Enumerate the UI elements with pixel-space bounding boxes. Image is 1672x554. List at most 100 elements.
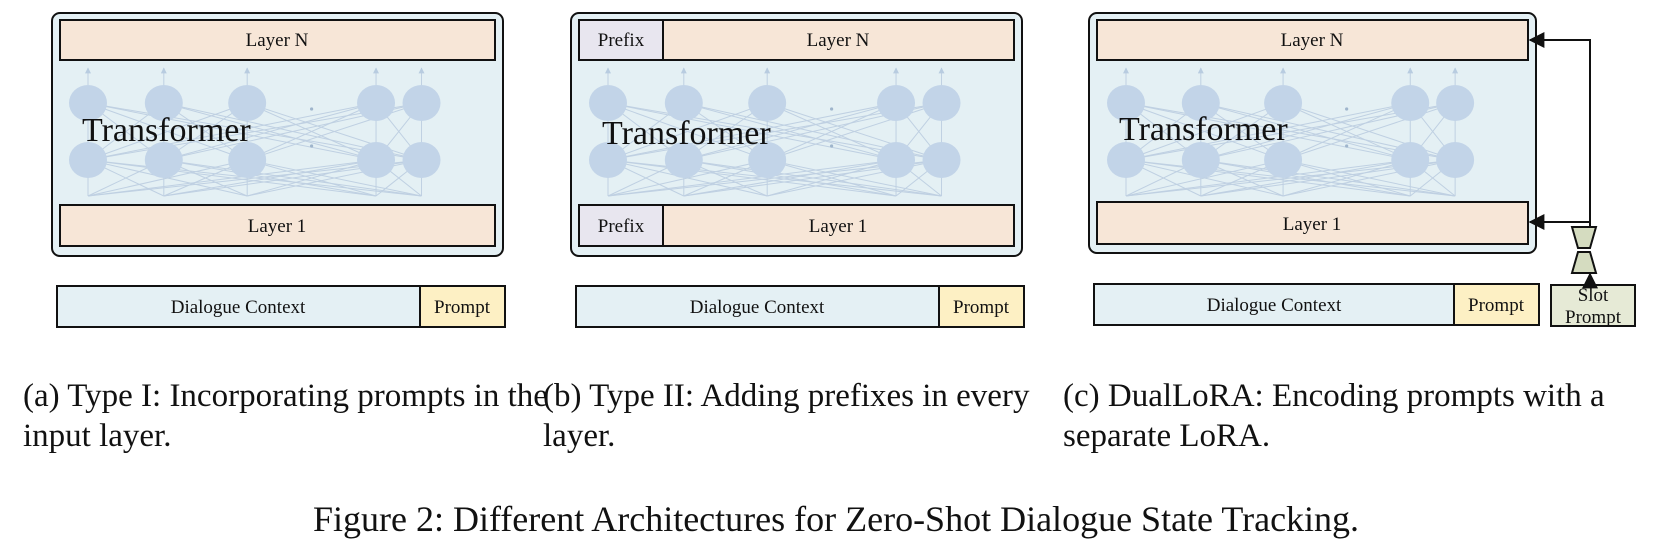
network-ellipsis-dot <box>830 107 834 111</box>
layer-n-label-b: Layer N <box>807 30 870 51</box>
network-neuron <box>402 142 441 178</box>
network-neuron <box>1181 142 1220 178</box>
network-neuron <box>1107 142 1145 178</box>
network-neuron <box>1391 85 1430 121</box>
network-connection <box>607 102 768 161</box>
layer-1-box-a <box>59 204 496 247</box>
network-connection <box>1282 102 1456 161</box>
network-ellipsis-dot <box>310 107 314 111</box>
layer-1-label-c: Layer 1 <box>1283 214 1342 235</box>
neural-network-illustration-b <box>589 67 961 197</box>
network-neuron <box>1264 142 1303 178</box>
network-connection <box>683 102 897 161</box>
layer-1-box-b <box>662 204 1015 247</box>
network-neuron <box>1264 85 1303 121</box>
network-neuron <box>748 142 787 178</box>
network-neuron <box>664 85 703 121</box>
network-neuron <box>357 142 396 178</box>
dialogue-context-box-b <box>575 285 940 328</box>
network-connection <box>1282 159 1411 197</box>
prefix-top-box-b <box>578 19 664 61</box>
network-connection <box>1200 159 1411 197</box>
prompt-label-c: Prompt <box>1468 295 1525 316</box>
network-neuron <box>144 85 183 121</box>
network-neuron <box>1181 85 1220 121</box>
network-connection <box>163 159 377 197</box>
network-connection <box>163 102 377 161</box>
prefix-top-label-b: Prefix <box>598 30 645 51</box>
network-connection <box>1200 159 1456 197</box>
network-ellipsis-dot <box>1345 144 1349 148</box>
network-connection <box>767 159 897 197</box>
prefix-bottom-label-b: Prefix <box>598 216 645 237</box>
layer-1-label-b: Layer 1 <box>809 216 868 237</box>
network-neuron <box>877 85 916 121</box>
slot-prompt-box <box>1550 284 1636 327</box>
network-connection <box>1125 159 1284 197</box>
dialogue-context-box-a <box>56 285 421 328</box>
network-connection <box>767 102 942 161</box>
network-neuron <box>1436 85 1475 121</box>
network-neuron <box>922 85 961 121</box>
network-connection <box>247 159 422 197</box>
network-connection <box>607 159 942 197</box>
transformer-label-c: Transformer <box>1119 111 1288 148</box>
neural-network-illustration-a <box>69 67 441 197</box>
network-ellipsis-dot <box>310 144 314 148</box>
prompt-box-c <box>1453 283 1540 326</box>
network-neuron <box>357 85 396 121</box>
network-connection <box>163 159 422 197</box>
network-connection <box>87 159 248 197</box>
dialogue-context-box-c <box>1093 283 1455 326</box>
prompt-label-a: Prompt <box>434 297 491 318</box>
prompt-box-b <box>938 285 1025 328</box>
layer-1-box-c <box>1096 201 1529 245</box>
network-neuron <box>1436 142 1475 178</box>
network-neuron <box>228 142 267 178</box>
network-connection <box>1125 159 1456 197</box>
network-neuron <box>589 142 627 178</box>
lora-upper-trapezoid <box>1570 226 1598 249</box>
network-connection <box>766 102 897 161</box>
panel-b: Transformer Prefix Layer N Prefix Layer … <box>570 12 1025 328</box>
layer-n-box-c <box>1096 19 1529 61</box>
network-neuron <box>69 85 107 121</box>
network-connection <box>607 159 897 197</box>
network-connection <box>683 159 942 197</box>
network-connection <box>247 159 377 197</box>
layer-n-box-a <box>59 19 496 61</box>
network-neuron <box>1391 142 1430 178</box>
layer-n-label-c: Layer N <box>1281 30 1344 51</box>
network-connection <box>87 102 248 161</box>
transformer-label-a: Transformer <box>82 112 251 149</box>
dialogue-context-label-c: Dialogue Context <box>1207 295 1342 316</box>
caption-b: (b) Type II: Adding prefixes in every la… <box>543 378 1030 454</box>
network-neuron <box>1107 85 1145 121</box>
network-connection <box>767 159 942 197</box>
layer-1-label-a: Layer 1 <box>248 216 307 237</box>
transformer-label-b: Transformer <box>602 115 771 152</box>
network-connection <box>87 159 422 197</box>
network-neuron <box>589 85 627 121</box>
network-neuron <box>877 142 916 178</box>
network-connection <box>1282 102 1411 161</box>
dialogue-context-label-a: Dialogue Context <box>171 297 306 318</box>
neural-network-illustration-c <box>1107 67 1475 197</box>
network-connection <box>1282 159 1456 197</box>
prompt-box-a <box>419 285 506 328</box>
network-connection <box>1125 159 1411 197</box>
network-ellipsis-dot <box>830 144 834 148</box>
dialogue-context-label-b: Dialogue Context <box>690 297 825 318</box>
network-connection <box>1200 102 1411 161</box>
network-connection <box>607 159 768 197</box>
network-neuron <box>922 142 961 178</box>
figure-caption: Figure 2: Different Architectures for Ze… <box>312 499 1360 539</box>
network-connection <box>1125 102 1284 161</box>
network-connection <box>87 102 377 161</box>
network-connection <box>246 102 377 161</box>
caption-c: (c) DualLoRA: Encoding prompts with a se… <box>1063 378 1605 454</box>
network-connection <box>683 159 897 197</box>
prompt-label-b: Prompt <box>953 297 1010 318</box>
caption-a: (a) Type I: Incorporating prompts in the… <box>23 378 548 454</box>
